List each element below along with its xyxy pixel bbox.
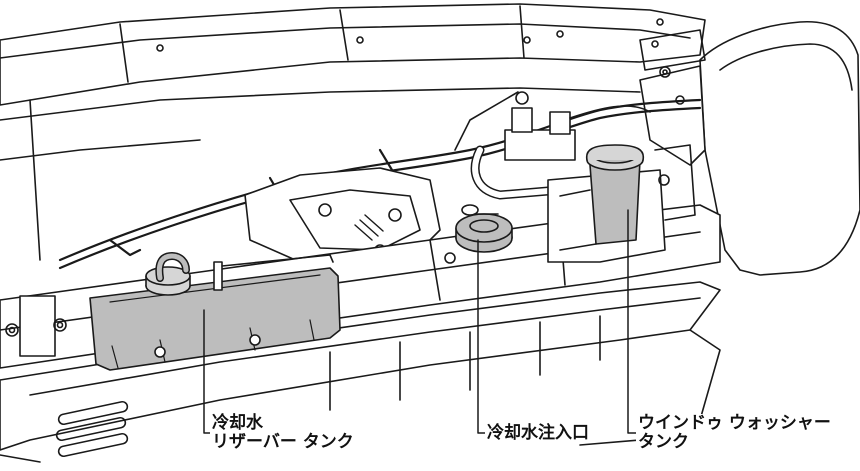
leader-coolant-filler (477, 239, 486, 434)
label-washer-tank: ウインドゥ ウォッシャー タンク (636, 414, 833, 452)
label-washer-tank-line2: タンク (638, 432, 689, 452)
label-coolant-reserve-tank-line2: リザーバー タンク (212, 432, 354, 452)
label-coolant-reserve-tank: 冷却水 リザーバー タンク (210, 414, 356, 452)
hood-panel (0, 3, 706, 106)
leader-washer-tank (627, 209, 637, 434)
front-bumper (0, 281, 721, 463)
engine-bay-walls (0, 87, 641, 261)
coolant-reservoir-tank (89, 252, 341, 371)
leader-lines (203, 209, 637, 434)
label-coolant-filler-line1: 冷却水注入口 (487, 423, 589, 443)
headlight-housing (639, 20, 860, 276)
label-washer-tank-line1: ウインドゥ ウォッシャー (638, 413, 831, 433)
hose-assembly (454, 91, 651, 200)
label-coolant-filler: 冷却水注入口 (485, 424, 591, 443)
label-coolant-reserve-tank-line1: 冷却水 (212, 413, 263, 433)
coolant-filler-cap (455, 204, 513, 253)
leader-coolant-reservoir (203, 309, 211, 434)
grille-slots (55, 400, 129, 458)
